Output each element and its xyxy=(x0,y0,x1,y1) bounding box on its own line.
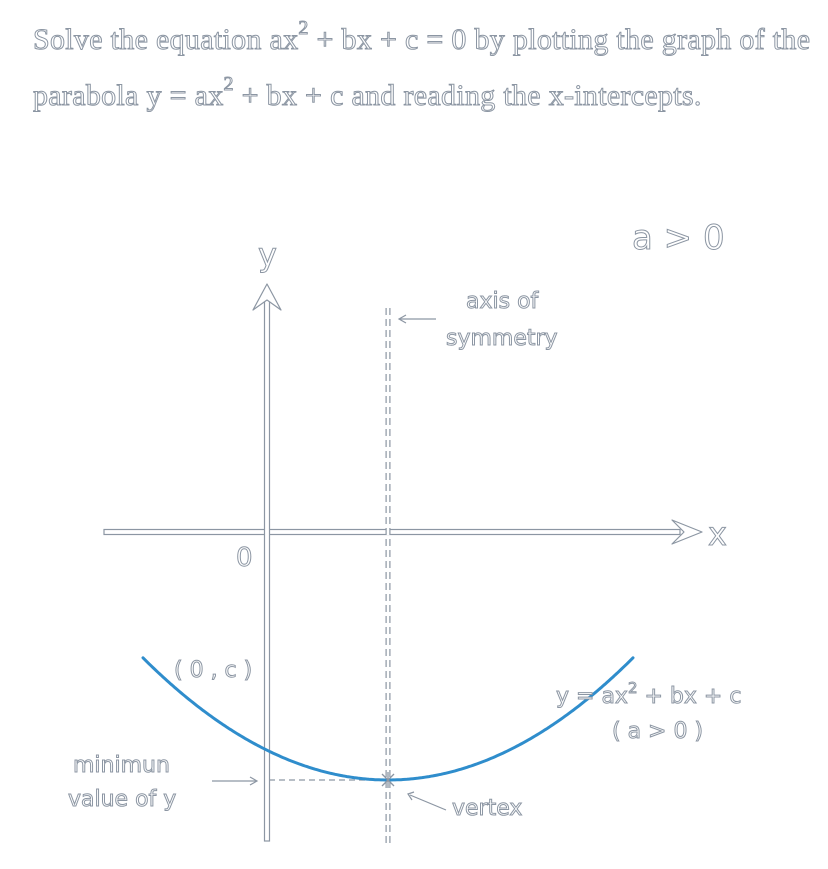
minimum-label-1: minimun xyxy=(73,753,170,778)
x-axis-label: x xyxy=(708,515,727,553)
minimum-label-2: value of y xyxy=(68,787,176,812)
x-axis-arrowhead xyxy=(671,519,703,545)
vertex-marker xyxy=(381,772,395,788)
y-axis xyxy=(263,297,271,842)
axis-of-symmetry-arrow xyxy=(397,314,436,324)
minimum-arrow xyxy=(212,776,259,786)
y-axis-label: y xyxy=(258,236,277,274)
condition-label: a > 0 xyxy=(632,218,725,258)
instruction-text: Solve the equation ax2 + bx + c = 0 by p… xyxy=(32,17,811,113)
axis-of-symmetry-label-2: symmetry xyxy=(446,326,558,351)
equation-label: y = ax2 + bx + c xyxy=(556,679,741,709)
x-axis xyxy=(103,528,681,536)
vertex-arrow xyxy=(407,791,447,811)
y-intercept-label: ( 0 , c ) xyxy=(174,658,252,683)
vertex-label: vertex xyxy=(452,796,522,821)
axis-of-symmetry-label-1: axis of xyxy=(466,289,540,314)
origin-label: 0 xyxy=(236,543,253,573)
equation-note: ( a > 0 ) xyxy=(612,719,703,744)
y-axis-arrowhead xyxy=(252,283,282,311)
